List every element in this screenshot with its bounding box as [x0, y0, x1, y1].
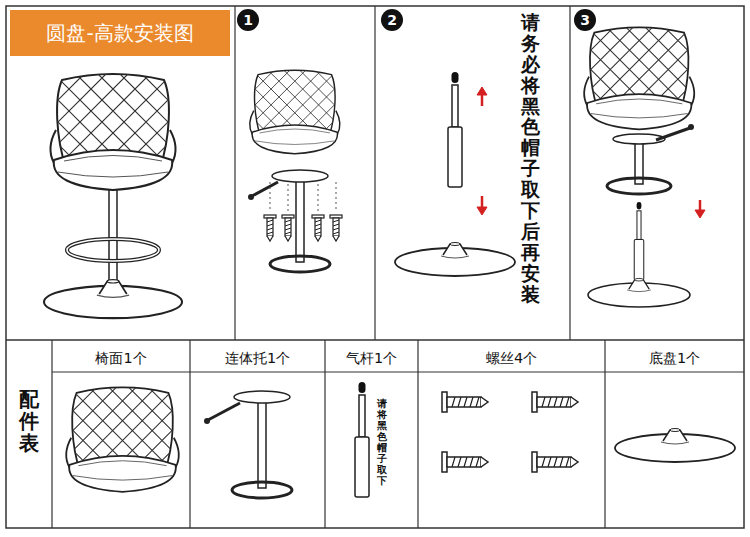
- table-cell: 椅面1个: [52, 347, 190, 369]
- callout-text: 2: [387, 13, 397, 27]
- title-text: 圆盘-高款安装图: [46, 23, 193, 43]
- table-cell: 螺丝4个: [418, 347, 605, 369]
- warning-note: 请务必将黑色帽子取下后再安装: [521, 12, 540, 304]
- callout-text: 3: [580, 13, 590, 27]
- callout-text: 1: [243, 13, 253, 27]
- table-cell: 连体托1个: [190, 347, 325, 369]
- callout-number: 3: [574, 9, 596, 31]
- table-cell: 气杆1个: [325, 347, 418, 369]
- table-heading: 配件表: [19, 388, 39, 454]
- table-cell: 底盘1个: [605, 347, 744, 369]
- part-note: 请将黑色帽子取下: [377, 398, 387, 486]
- callout-number: 1: [237, 9, 259, 31]
- title-box: 圆盘-高款安装图: [10, 10, 230, 56]
- callout-number: 2: [381, 9, 403, 31]
